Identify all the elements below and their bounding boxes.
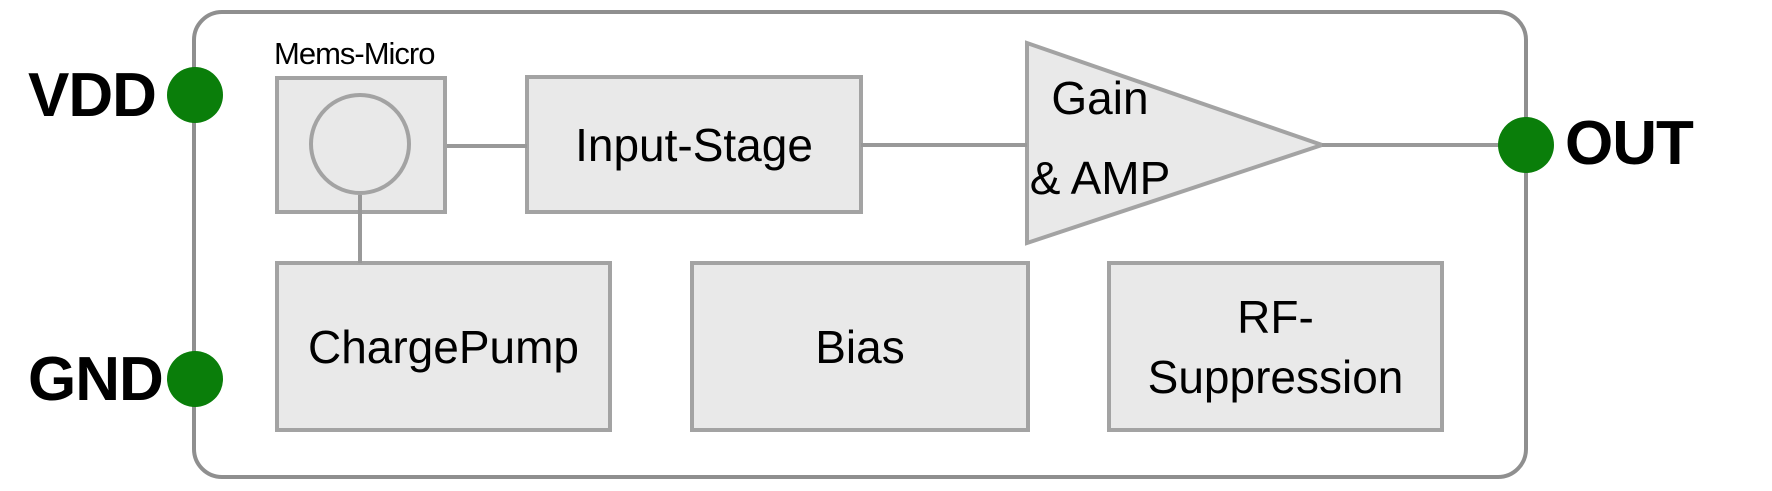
charge-pump-label: ChargePump — [307, 320, 580, 373]
charge-pump-block: ChargePump — [275, 261, 612, 432]
vdd-pin-label: VDD — [28, 61, 157, 130]
rf-suppression-label-line1: RF- — [1237, 290, 1314, 343]
gnd-pin-label: GND — [28, 345, 164, 414]
input-stage-block: Input-Stage — [525, 75, 863, 214]
rf-suppression-label-line2: Suppression — [1147, 350, 1404, 403]
amplifier-triangle — [1025, 40, 1329, 246]
amplifier-label: Gain & AMP — [1025, 58, 1175, 218]
bias-label: Bias — [815, 320, 905, 373]
out-pin-label: OUT — [1565, 109, 1694, 178]
mems-micro-caption: Mems-Micro — [274, 36, 435, 71]
rf-suppression-block: RF- Suppression — [1107, 261, 1444, 432]
chip-outline — [192, 10, 1528, 479]
amplifier-label-line2: & AMP — [1029, 152, 1171, 204]
bias-block: Bias — [690, 261, 1030, 432]
amplifier-label-line1: Gain — [1051, 72, 1149, 124]
mems-capsule-circle-icon — [309, 93, 411, 195]
input-stage-label: Input-Stage — [575, 118, 813, 171]
